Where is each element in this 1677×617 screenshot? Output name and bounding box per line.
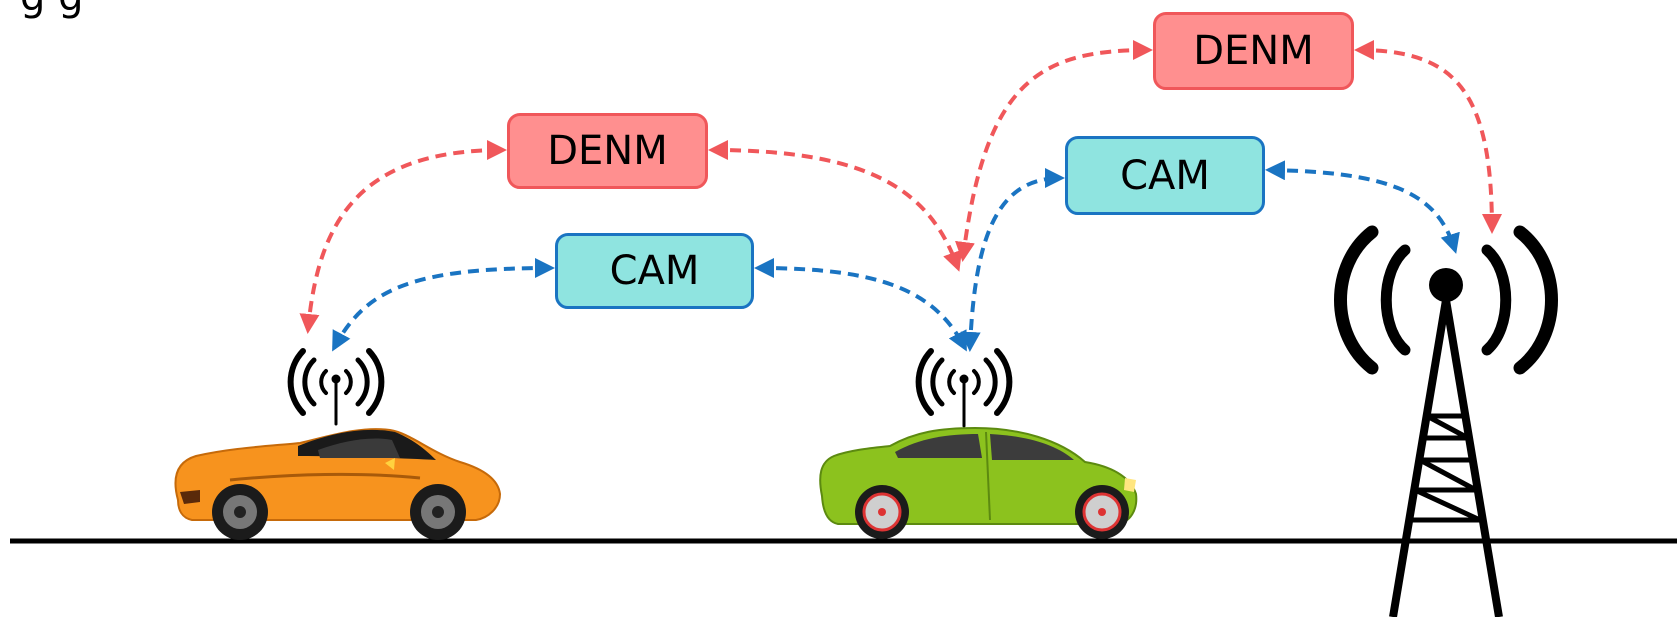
cam-message-box-left: CAM xyxy=(555,233,754,309)
cell-tower-icon xyxy=(1334,225,1558,617)
denm-message-box-left: DENM xyxy=(507,113,708,189)
wireless-antenna-icon xyxy=(915,348,1013,428)
wireless-antenna-icon xyxy=(287,348,385,426)
denm-message-box-right: DENM xyxy=(1153,12,1354,90)
orange-sports-car-icon xyxy=(174,428,502,540)
top-caption-fragment: g g xyxy=(20,0,84,20)
cam-arrow-tower xyxy=(1265,160,1460,254)
denm-arrow-car2-left xyxy=(708,140,962,272)
green-sedan-icon xyxy=(819,426,1138,539)
cam-arrow-car2-right xyxy=(960,168,1065,352)
denm-arrow-tower xyxy=(1354,40,1502,234)
denm-arrow-car1 xyxy=(299,140,507,334)
cam-message-box-right: CAM xyxy=(1065,136,1265,215)
cam-arrow-car2-left xyxy=(754,258,967,352)
cam-arrow-car1 xyxy=(332,258,555,352)
